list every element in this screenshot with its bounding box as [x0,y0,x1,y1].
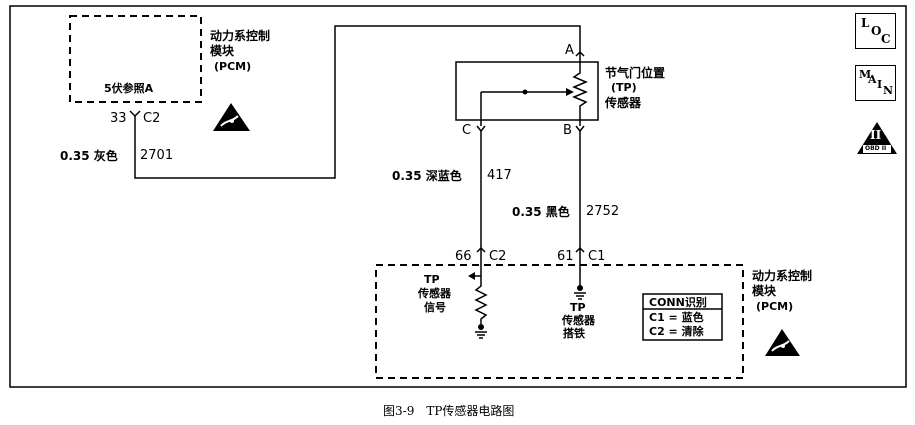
terminal-b [575,125,585,138]
conn-id-row1: C1 = 蓝色 [649,311,704,324]
esd-warning-icon-top [213,103,250,131]
pcm-top-title-line3: (PCM) [214,60,252,73]
signal-label-line2: 传感器 [418,287,451,300]
ground-label-line1: TP [570,301,586,314]
wire-black-label: 0.35 黑色 [512,205,570,219]
wire-gray-circuit: 2701 [140,148,174,163]
pin-66: 66 [455,249,472,264]
loc-letter-o: O [871,24,882,38]
connector-c2-bottom [476,244,486,262]
pcm-bottom-title-line2: 模块 [752,284,777,298]
wire-blue-label: 0.35 深蓝色 [392,169,462,183]
tp-resistor [572,68,588,126]
pcm-top-connector-c2: C2 [143,111,161,126]
connector-c1-bottom [575,244,585,262]
signal-label-line3: 信号 [424,301,446,314]
wire-gray-label: 0.35 灰色 [60,149,118,163]
obd-text: OBD II [865,145,887,152]
terminal-a [575,50,585,68]
terminal-b-label: B [563,123,572,138]
connector-c1-label: C1 [588,249,606,264]
diagram-frame [9,5,907,388]
tp-title-line2: (TP) [611,81,637,94]
obd-numeral: II [870,128,882,142]
ground-label-line3: 搭铁 [563,327,585,340]
loc-badge: L O C [855,13,896,49]
pcm-bottom-title-line1: 动力系控制 [752,269,813,283]
wire-blue-circuit: 417 [487,168,512,183]
figure-caption: 图3-9 TP传感器电路图 [383,404,515,418]
main-badge: M A I N [855,65,896,101]
terminal-c [476,125,486,138]
main-letter-n: N [883,84,894,97]
conn-id-row2: C2 = 清除 [649,325,704,338]
obd-ii-icon [857,122,897,154]
signal-label-line1: TP [424,273,440,286]
tp-wiper [480,88,574,126]
main-letter-i: I [877,78,883,91]
terminal-c-label: C [462,123,472,138]
ground-label-line2: 传感器 [562,314,595,327]
tp-sensor-box [455,61,599,121]
pcm-bottom-box [375,264,744,379]
tp-title-line3: 传感器 [605,96,642,110]
tp-title-line1: 节气门位置 [605,66,666,80]
pcm-top-title-line1: 动力系控制 [210,29,271,43]
pcm-signal-circuit [468,262,488,339]
esd-warning-icon-bottom [765,329,800,356]
conn-id-header: CONN识别 [649,296,707,309]
wire-black-circuit: 2752 [586,204,620,219]
main-letter-m: M [859,68,872,81]
pcm-top-ref-label: 5伏参照A [104,82,154,95]
loc-letter-l: L [861,16,870,30]
connector-c2-label: C2 [489,249,507,264]
wire-gray-2701 [134,25,581,179]
connector-c2-top [129,110,141,128]
loc-letter-c: C [881,32,891,46]
main-letter-a: A [868,73,877,86]
conn-id-table [642,293,723,341]
pcm-bottom-title-line3: (PCM) [756,300,794,313]
pcm-top-title-line2: 模块 [210,44,235,58]
pin-61: 61 [557,249,574,264]
pcm-top-pin-33: 33 [110,111,127,126]
terminal-a-label: A [565,43,574,58]
pcm-ground-circuit [574,262,586,300]
pcm-top-box [69,15,202,103]
